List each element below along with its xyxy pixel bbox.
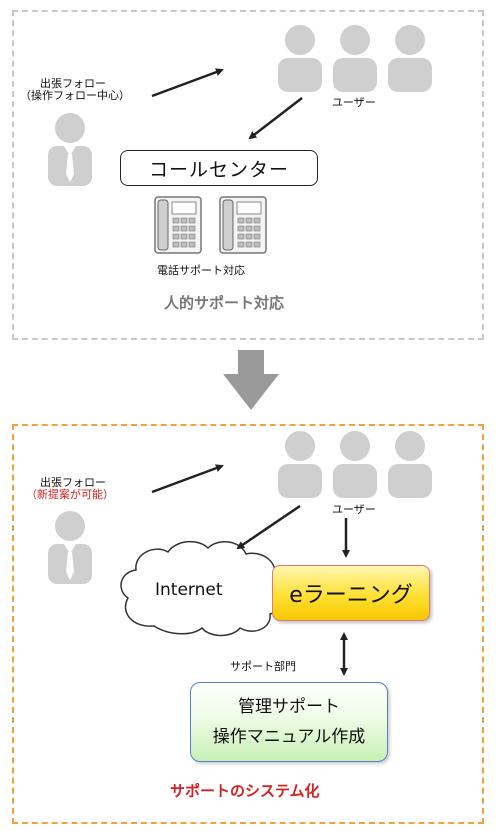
person-icon — [388, 25, 432, 92]
support-dept-label: サポート部門 — [230, 660, 296, 673]
staff-person-icon — [48, 113, 92, 186]
top-arrows — [151, 68, 303, 140]
arrow-users-to-callcenter — [248, 97, 303, 140]
bottom-users-label: ユーザー — [332, 503, 376, 516]
cloud-icon — [120, 540, 284, 637]
arrow-staff-to-users — [151, 464, 224, 494]
bottom-field-visit-label: 出張フォロー — [40, 476, 106, 489]
top-users-label: ユーザー — [332, 96, 376, 109]
bottom-field-visit-sub: （新提案が可能） — [26, 488, 114, 501]
bottom-caption: サポートのシステム化 — [170, 782, 320, 800]
top-user-group — [278, 25, 432, 92]
management-support-box: 管理サポート 操作マニュアル作成 — [190, 682, 388, 762]
bottom-user-group — [278, 431, 432, 498]
top-field-visit-sub: （操作フォロー中心） — [20, 89, 130, 102]
desk-phone-icon — [219, 196, 267, 254]
human-support-panel — [12, 10, 484, 340]
person-icon — [388, 431, 432, 498]
mgmt-line-2: 操作マニュアル作成 — [212, 727, 366, 747]
staff-person-icon — [48, 511, 92, 584]
top-field-visit-label: 出張フォロー — [40, 77, 106, 90]
mgmt-line-1: 管理サポート — [238, 697, 340, 717]
down-arrow-icon — [223, 350, 279, 410]
internet-label: Internet — [155, 580, 223, 600]
person-icon — [333, 431, 377, 498]
person-icon — [278, 25, 322, 92]
elearning-box: eラーニング — [272, 565, 430, 621]
arrow-users-to-internet — [236, 504, 301, 550]
call-center-box: コールセンター — [120, 150, 318, 186]
phone-support-label: 電話サポート対応 — [157, 264, 245, 277]
top-caption: 人的サポート対応 — [164, 294, 285, 312]
person-icon — [278, 431, 322, 498]
desk-phone-icon — [154, 196, 202, 254]
system-support-panel — [12, 424, 484, 824]
bottom-arrows — [151, 464, 350, 676]
person-icon — [333, 25, 377, 92]
arrow-staff-to-users — [151, 68, 224, 98]
